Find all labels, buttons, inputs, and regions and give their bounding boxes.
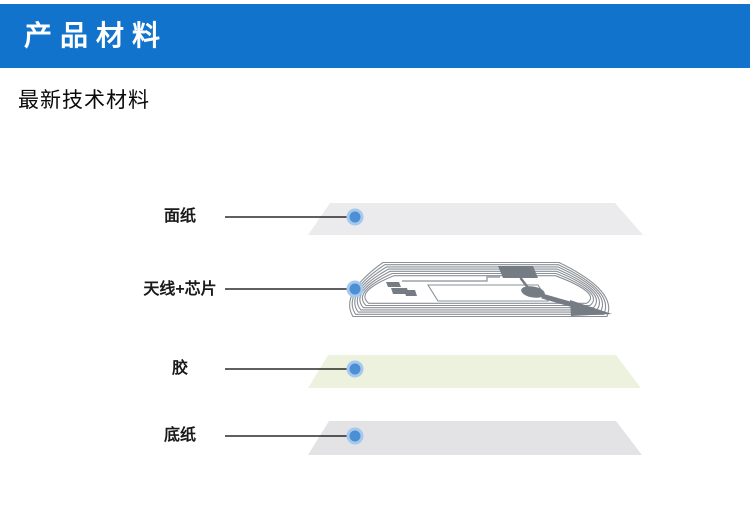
leader-lines bbox=[225, 216, 350, 437]
inlay-terminal-ellipse bbox=[521, 286, 545, 298]
layer-label-face-paper: 面纸 bbox=[163, 208, 196, 225]
header-banner: 产品材料 bbox=[0, 4, 750, 68]
chip-bond-pad-1 bbox=[386, 282, 401, 287]
layer-sheet-face-paper bbox=[308, 203, 643, 235]
marker-dot bbox=[349, 430, 361, 442]
marker-dot bbox=[349, 363, 361, 375]
layer-label-adhesive: 胶 bbox=[171, 360, 188, 377]
page-title: 产品材料 bbox=[24, 20, 169, 51]
inlay-corner-wedge bbox=[570, 300, 612, 316]
antenna-coil-loop bbox=[359, 270, 598, 309]
marker-dot bbox=[349, 211, 361, 223]
layer-sheet-backing-paper bbox=[308, 421, 642, 455]
layer-sheet-adhesive bbox=[308, 355, 641, 388]
layer-label-antenna-chip: 天线+芯片 bbox=[143, 281, 217, 298]
layer-label-backing-paper: 底纸 bbox=[163, 427, 196, 444]
inlay-inner-frame bbox=[427, 284, 549, 302]
chip-rect bbox=[498, 266, 538, 278]
antenna-coil-loop bbox=[364, 275, 592, 304]
marker-dots bbox=[346, 208, 364, 445]
chip-bond-pad-3 bbox=[404, 290, 417, 296]
chip-bond-pad-2 bbox=[391, 288, 409, 294]
marker-dot bbox=[349, 283, 361, 295]
section-subtitle: 最新技术材料 bbox=[18, 89, 150, 112]
chip-trace bbox=[402, 276, 500, 282]
antenna-coil-loop bbox=[361, 272, 595, 307]
rfid-inlay bbox=[349, 261, 612, 318]
